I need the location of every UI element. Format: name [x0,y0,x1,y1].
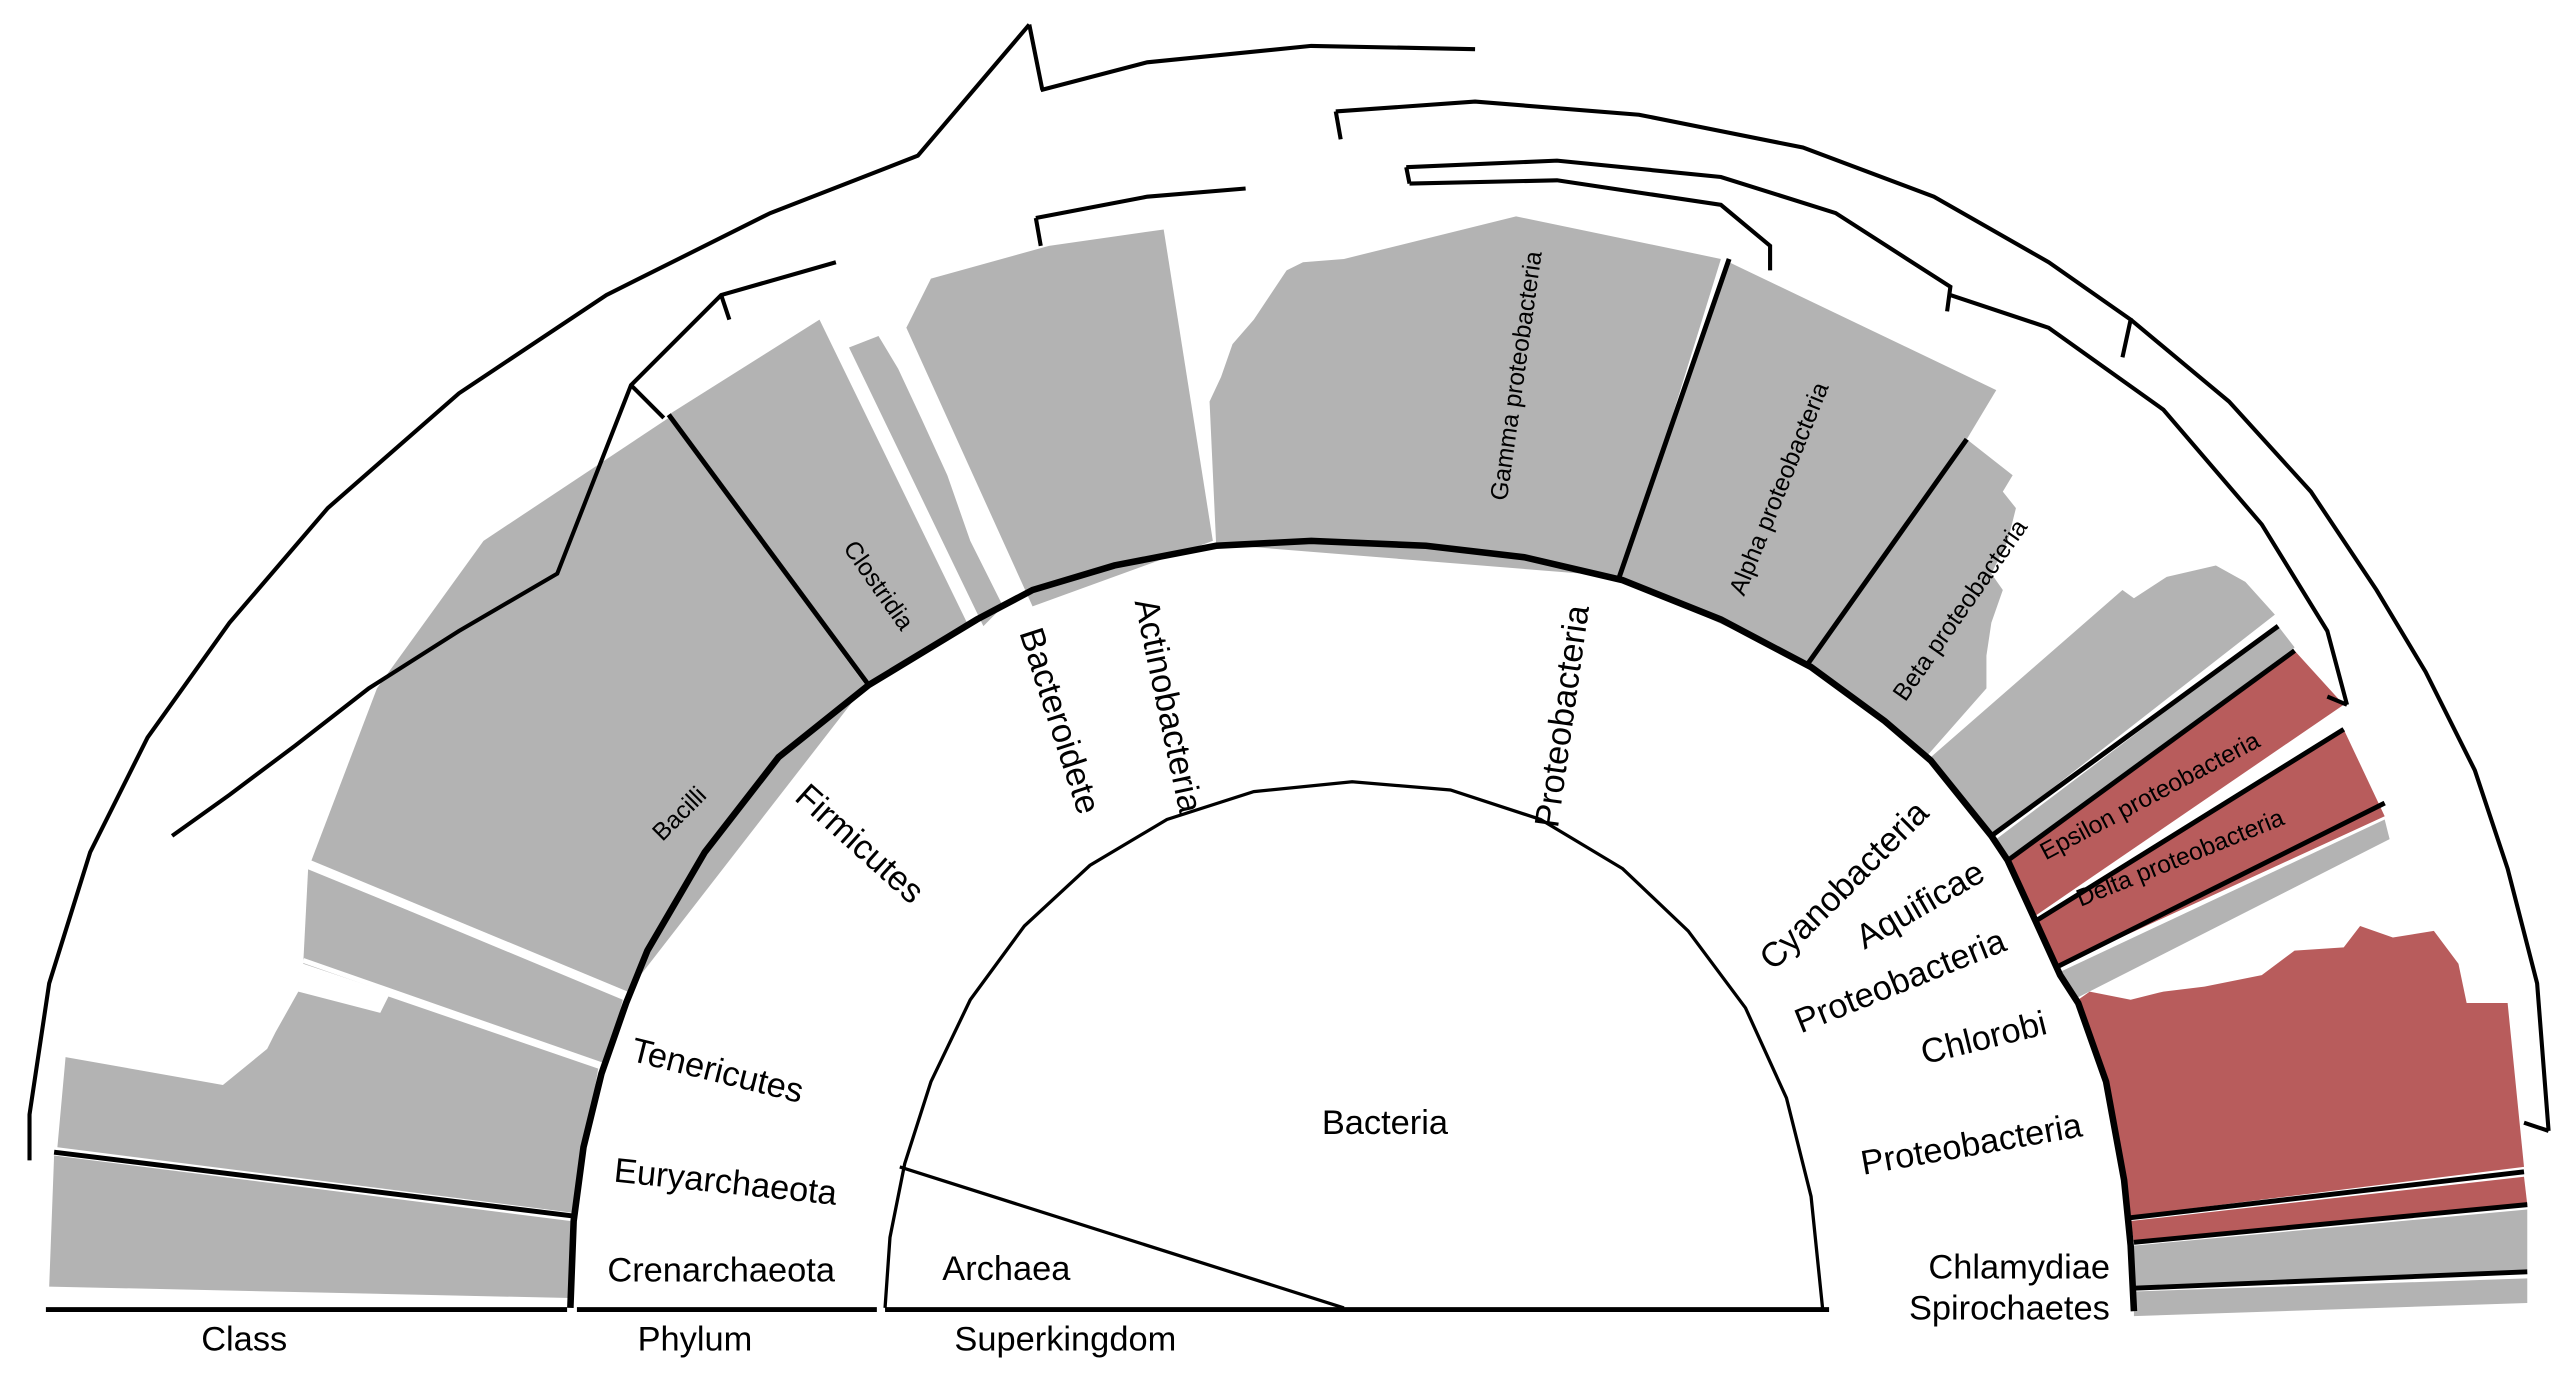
bar-gamma-proteobacteria [1209,216,1721,577]
bar-delta-proteobacteria [2035,729,2385,967]
bar-tenericutes-class [303,868,623,1066]
bar-chlamydiae-class [2133,1209,2528,1287]
bar-bacteroidete-class [848,335,1004,627]
bar-epsilon-proteobacteria [2011,650,2344,918]
superkingdom-label-bacteria: Bacteria [1322,1104,1449,1142]
axis-labels: Class Phylum Superkingdom [201,1320,1176,1358]
axis-label-superkingdom: Superkingdom [954,1320,1176,1358]
bar-spirochaetes-class [2133,1278,2528,1317]
outer-brackets [27,23,2551,1161]
phylum-label-proteobacteria-large: Proteobacteria [1858,1106,2086,1182]
superkingdom-ring [883,780,1825,1310]
phylum-label-euryarchaeota: Euryarchaeota [612,1152,839,1213]
superkingdom-labels: Bacteria Archaea [942,1104,1449,1288]
bar-actinobacteria-class [906,229,1213,607]
bar-chlorobi-class [2060,819,2390,1000]
bar-proteobacteria-class [2078,926,2525,1217]
phylum-label-bacteroidete: Bacteroidete [1011,623,1107,818]
superkingdom-label-archaea: Archaea [942,1250,1071,1288]
bar-clostridia [668,319,968,684]
bar-beta-proteobacteria [1807,439,2016,758]
phylum-label-chlorobi: Chlorobi [1917,1004,2051,1072]
phylum-label-crenarchaeota: Crenarchaeota [607,1252,835,1290]
bar-cyanobacteria-class [1930,565,2275,836]
phylum-label-tenericutes: Tenericutes [627,1031,807,1110]
bar-euryarchaeota-class [57,991,599,1213]
bar-crenarchaeota-class [49,1155,571,1299]
class-separators [53,258,2528,1291]
class-white-gaps [302,863,628,1068]
bar-aquificae-class [1996,626,2295,861]
class-bars [49,216,2528,1317]
bar-proteobacteria-strip [2130,1176,2528,1243]
phylum-label-proteobacteria-main: Proteobacteria [1528,602,1597,830]
axis-label-phylum: Phylum [638,1320,753,1358]
phylum-label-actinobacteria: Actinobacteria [1127,595,1210,817]
axis-label-class: Class [201,1320,287,1358]
phylum-ring [567,537,2138,1312]
phylum-label-chlamydiae: Chlamydiae [1928,1248,2110,1286]
bar-alpha-proteobacteria [1619,262,1997,664]
bar-bacilli [311,417,866,992]
phylum-label-cyanobacteria: Cyanobacteria [1752,793,1936,977]
phylum-label-spirochaetes: Spirochaetes [1909,1289,2110,1327]
phylum-label-firmicutes: Firmicutes [788,777,931,911]
